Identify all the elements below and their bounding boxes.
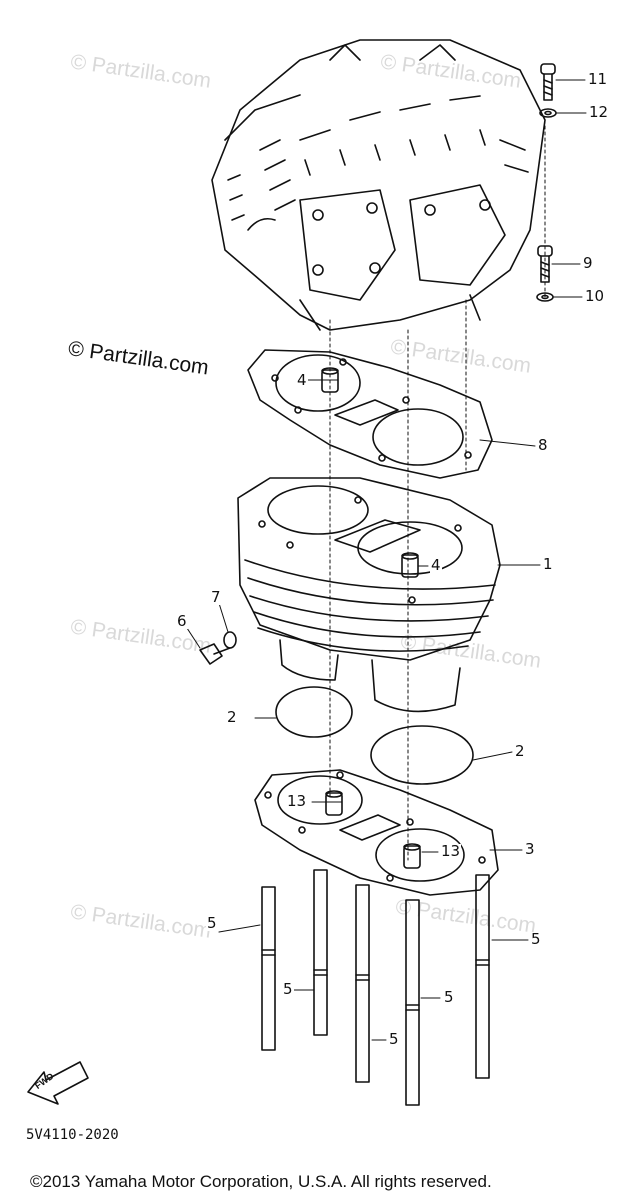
dowel-pin-13-right xyxy=(403,843,421,869)
callout-2-right: 2 xyxy=(514,742,526,760)
callout-5: 5 xyxy=(443,988,455,1006)
cylinder-head xyxy=(211,39,546,331)
o-ring-2-right xyxy=(370,725,474,785)
callout-1: 1 xyxy=(542,555,554,573)
copyright-notice: ©2013 Yamaha Motor Corporation, U.S.A. A… xyxy=(30,1172,492,1191)
callout-7: 7 xyxy=(210,588,222,606)
callout-2-left: 2 xyxy=(226,708,238,726)
callout-13-left: 13 xyxy=(286,792,308,810)
head-gasket-8 xyxy=(247,349,493,479)
callout-12: 12 xyxy=(588,103,610,121)
callout-13-right: 13 xyxy=(440,842,462,860)
head-bolt-11 xyxy=(540,63,556,101)
base-gasket-3 xyxy=(254,769,499,896)
callout-5: 5 xyxy=(388,1030,400,1048)
leader-lines xyxy=(184,79,587,1041)
o-ring-2-left xyxy=(275,686,353,738)
callout-5: 5 xyxy=(530,930,542,948)
callout-5: 5 xyxy=(282,980,294,998)
cylinder-block-1 xyxy=(237,477,501,713)
washer-7 xyxy=(223,631,237,649)
diagram-part-number: 5V4110-2020 xyxy=(26,1127,119,1143)
callout-10: 10 xyxy=(584,287,606,305)
screw-6 xyxy=(199,643,231,665)
fwd-arrow-icon xyxy=(27,1061,89,1105)
callout-3: 3 xyxy=(524,840,536,858)
callout-9: 9 xyxy=(582,254,594,272)
stud-bolts-5 xyxy=(261,869,490,1106)
callout-5: 5 xyxy=(206,914,218,932)
callout-11: 11 xyxy=(587,70,609,88)
dowel-pin-13-left xyxy=(325,790,343,816)
callout-4-upper: 4 xyxy=(296,371,308,389)
callout-6: 6 xyxy=(176,612,188,630)
callout-4-lower: 4 xyxy=(430,556,442,574)
callout-8: 8 xyxy=(537,436,549,454)
washer-12 xyxy=(539,108,557,118)
